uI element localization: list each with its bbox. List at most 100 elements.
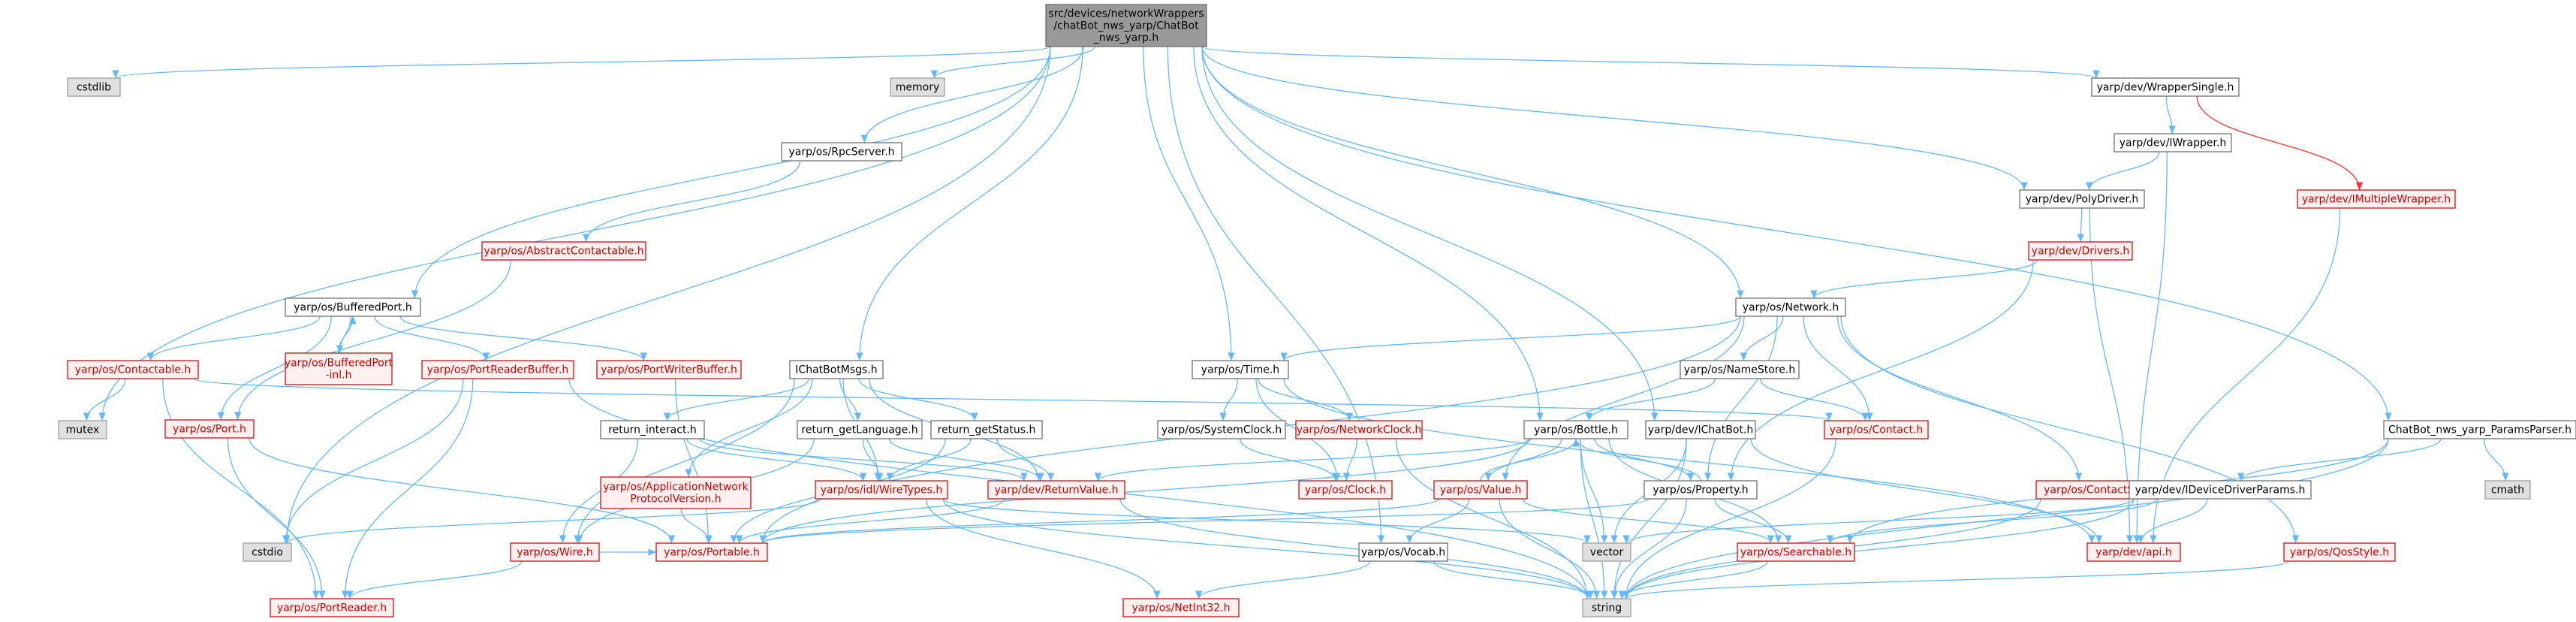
edge-root-to-polydriver: [1201, 46, 2028, 191]
node-drivers[interactable]: yarp/dev/Drivers.h: [2028, 241, 2133, 261]
node-label: ChatBot_nws_yarp_ParamsParser.h: [2388, 424, 2571, 436]
node-label: src/devices/networkWrappers: [1049, 8, 1204, 20]
edge-bufferedport-to-portreaderbuffer: [374, 316, 490, 361]
node-mutex[interactable]: mutex: [58, 420, 107, 439]
node-clock[interactable]: yarp/os/Clock.h: [1298, 480, 1393, 500]
node-box: [781, 142, 902, 162]
node-qosstyle[interactable]: yarp/os/QosStyle.h: [2283, 542, 2396, 562]
node-bufferedport[interactable]: yarp/os/BufferedPort.h: [285, 297, 421, 317]
node-imultiplewrapper[interactable]: yarp/dev/IMultipleWrapper.h: [2297, 189, 2456, 209]
node-label: yarp/dev/PolyDriver.h: [2026, 194, 2139, 206]
node-netint32[interactable]: yarp/os/NetInt32.h: [1122, 598, 1240, 617]
edge-root-to-wrappersingle: [1201, 46, 2100, 79]
node-namestore[interactable]: yarp/os/NameStore.h: [1680, 360, 1800, 379]
edge-network-to-namestore: [1740, 316, 1784, 361]
node-portable[interactable]: yarp/os/Portable.h: [655, 542, 768, 562]
node-networkclock[interactable]: yarp/os/NetworkClock.h: [1295, 420, 1423, 439]
node-abstractcontactable[interactable]: yarp/os/AbstractContactable.h: [481, 241, 646, 261]
node-label: yarp/os/PortWriterBuffer.h: [601, 364, 737, 376]
node-ichatbotmsgs[interactable]: IChatBotMsgs.h: [789, 360, 884, 379]
node-contactable[interactable]: yarp/os/Contactable.h: [67, 360, 199, 379]
node-bottle[interactable]: yarp/os/Bottle.h: [1523, 420, 1628, 439]
node-box: [1737, 542, 1855, 562]
node-portreader[interactable]: yarp/os/PortReader.h: [270, 598, 394, 617]
node-value[interactable]: yarp/os/Value.h: [1433, 480, 1528, 500]
node-cstdio[interactable]: cstdio: [243, 542, 292, 562]
node-cmath[interactable]: cmath: [2484, 480, 2531, 500]
node-label: yarp/os/PortReader.h: [277, 602, 387, 614]
node-ichatbot[interactable]: yarp/dev/IChatBot.h: [1645, 420, 1756, 439]
edge-network-to-time: [1280, 316, 1741, 361]
edge-root-to-cstdio: [283, 46, 1051, 544]
nodes-layer: src/devices/networkWrappers/chatBot_nws_…: [58, 4, 2576, 617]
edge-wiretypes-to-cstdio: [283, 498, 821, 544]
node-box: [1358, 542, 1448, 562]
node-label: cmath: [2491, 485, 2524, 497]
node-vector[interactable]: vector: [1582, 542, 1631, 562]
node-returngetlanguage[interactable]: return_getLanguage.h: [797, 420, 923, 439]
edge-network-to-contact: [1803, 316, 1873, 421]
node-box: [789, 360, 884, 379]
edge-contactable-to-mutex: [83, 378, 126, 421]
node-returnvalue[interactable]: yarp/dev/ReturnValue.h: [987, 480, 1125, 500]
node-box: [930, 420, 1043, 439]
node-label: yarp/os/Searchable.h: [1740, 547, 1851, 559]
edge-qosstyle-to-string: [1622, 560, 2289, 599]
edge-root-to-bottle: [1193, 46, 1544, 421]
node-cstdlib[interactable]: cstdlib: [67, 77, 121, 97]
node-label: vector: [1590, 547, 1624, 559]
node-box: [987, 480, 1125, 500]
node-label: yarp/dev/IChatBot.h: [1648, 424, 1754, 436]
node-port[interactable]: yarp/os/Port.h: [164, 419, 255, 439]
node-returninteract[interactable]: return_interact.h: [600, 420, 705, 439]
node-string[interactable]: string: [1582, 598, 1631, 617]
edge-network-to-property: [1704, 316, 1778, 482]
node-portwriterbuffer[interactable]: yarp/os/PortWriterBuffer.h: [596, 360, 742, 379]
node-wire[interactable]: yarp/os/Wire.h: [510, 542, 600, 562]
node-appnetproto[interactable]: yarp/os/ApplicationNetworkProtocolVersio…: [600, 476, 752, 509]
node-polydriver[interactable]: yarp/dev/PolyDriver.h: [2019, 189, 2145, 209]
node-label: yarp/os/Port.h: [173, 424, 246, 436]
edge-root-to-vocab: [1167, 46, 1385, 544]
node-api[interactable]: yarp/dev/api.h: [2086, 542, 2181, 562]
edge-root-to-rpcserver: [860, 46, 1084, 143]
node-wiretypes[interactable]: yarp/os/idl/WireTypes.h: [815, 480, 948, 500]
node-bufferedportinl[interactable]: yarp/os/BufferedPort-inl.h: [285, 352, 393, 385]
edge-bufferedport-to-port: [217, 316, 332, 421]
node-box: [1157, 420, 1286, 439]
edge-paramsparser-to-cmath: [2483, 438, 2509, 482]
node-root[interactable]: src/devices/networkWrappers/chatBot_nws_…: [1045, 4, 1207, 47]
node-wrappersingle[interactable]: yarp/dev/WrapperSingle.h: [2091, 77, 2240, 97]
node-contact[interactable]: yarp/os/Contact.h: [1824, 420, 1929, 439]
node-iwrapper[interactable]: yarp/dev/IWrapper.h: [2114, 133, 2232, 152]
edge-contactable-to-portreader: [162, 378, 320, 599]
node-label: yarp/dev/Drivers.h: [2032, 246, 2129, 258]
edge-portreaderbuffer-to-portreader: [342, 378, 474, 599]
node-box: [243, 542, 292, 562]
node-network[interactable]: yarp/os/Network.h: [1735, 297, 1846, 317]
node-memory[interactable]: memory: [890, 77, 945, 97]
edge-paramsparser-to-string: [1622, 438, 2389, 599]
node-ideviceparams[interactable]: yarp/dev/IDeviceDriverParams.h: [2129, 480, 2312, 500]
node-box: [481, 241, 646, 261]
node-returngetstatus[interactable]: return_getStatus.h: [930, 420, 1043, 439]
node-vocab[interactable]: yarp/os/Vocab.h: [1358, 542, 1448, 562]
edge-rpcserver-to-abstractcontactable: [582, 160, 801, 243]
node-systemclock[interactable]: yarp/os/SystemClock.h: [1157, 420, 1286, 439]
node-portreaderbuffer[interactable]: yarp/os/PortReaderBuffer.h: [421, 360, 574, 379]
edge-root-to-network: [1201, 46, 1744, 299]
edge-portwriterbuffer-to-portable: [674, 378, 713, 544]
edge-bufferedport-to-contactable: [146, 316, 321, 361]
node-property[interactable]: yarp/os/Property.h: [1644, 480, 1758, 500]
edge-wire-to-portreader: [346, 560, 523, 599]
node-rpcserver[interactable]: yarp/os/RpcServer.h: [781, 142, 902, 162]
edge-time-to-systemclock: [1219, 378, 1238, 421]
node-box: [600, 476, 752, 509]
node-box: [815, 480, 948, 500]
edge-vocab-to-string: [1433, 560, 1594, 599]
node-time[interactable]: yarp/os/Time.h: [1192, 360, 1289, 379]
edge-property-to-searchable: [1714, 498, 1792, 544]
node-searchable[interactable]: yarp/os/Searchable.h: [1737, 542, 1855, 562]
node-paramsparser[interactable]: ChatBot_nws_yarp_ParamsParser.h: [2383, 420, 2576, 439]
node-label: yarp/os/ApplicationNetwork: [603, 482, 749, 494]
